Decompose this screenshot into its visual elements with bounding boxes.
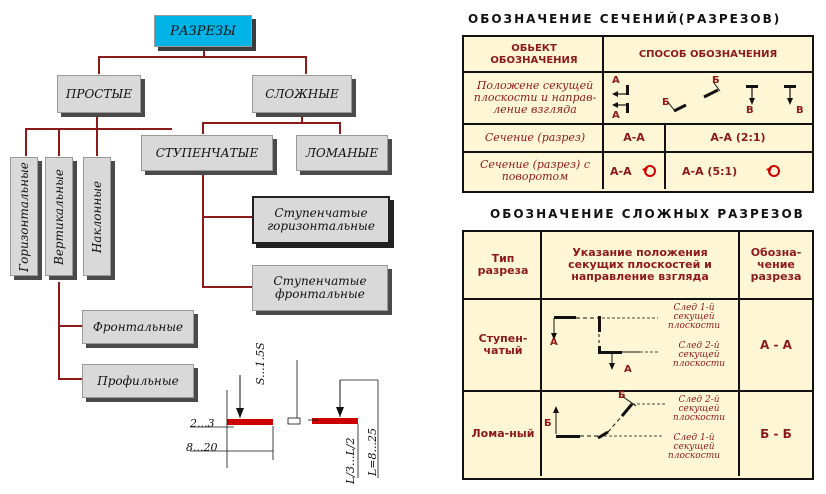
rotation-icon [766,165,780,177]
table1-header-object: ОБЬЕКТ ОБОЗНАЧЕНИЯ [490,43,578,66]
profile-label: Профильные [97,373,179,388]
horizontal-node: Горизонтальные [10,157,38,276]
complex-sections-table: Тип разреза Указание положения секущих п… [462,230,814,480]
stepped-trace1: След 1-й секущей плоскости [667,303,721,331]
horizontal-label: Горизонтальные [17,161,31,272]
table2-row2-designation: Б - Б [760,427,792,441]
dimension-drawing [190,360,379,478]
dim-b: 8...20 [186,441,218,454]
profile-node: Профильные [82,364,194,398]
table2-row2-type: Лома-ный [471,427,535,440]
stepped-label: СТУПЕНЧАТЫЕ [155,145,259,160]
table1-row3-object: Сечение (разрез) с поворотом [479,158,590,183]
letter-v-right: В [796,105,804,116]
broken-trace2: След 2-й секущей плоскости [672,395,726,423]
complex-label: СЛОЖНЫЕ [265,86,339,101]
vertical-label: Вертикальные [52,168,66,265]
inclined-label: Наклонные [90,180,104,253]
simple-node: ПРОСТЫЕ [57,75,141,113]
stepped-frontal-node: Ступенчатые фронтальные [252,265,388,311]
complex-node: СЛОЖНЫЕ [252,75,352,113]
table2-header-type: Тип разреза [477,252,529,277]
dim-e: L=8...25 [366,427,379,476]
table1-row1-object: Положене секущей плоскости и направ-лени… [473,79,597,116]
letter-a-bottom: А [612,110,620,121]
table1-title: ОБОЗНАЧЕНИЕ СЕЧЕНИЙ(РАЗРЕЗОВ) [468,12,782,26]
letter-b-right: Б [712,75,720,86]
right-stroke [312,418,358,424]
stepped-horizontal-node: Ступенчатые горизонтальные [252,196,390,244]
stepped-horizontal-label: Ступенчатые горизонтальные [267,206,375,233]
stepped-frontal-label: Ступенчатые фронтальные [273,274,367,301]
stepped-letter-a-left: А [550,337,558,348]
broken-trace1: След 1-й секущей плоскости [667,433,721,461]
letter-v-left: В [746,105,754,116]
frontal-label: Фронтальные [92,319,184,334]
table2-row1-designation: А - А [760,338,792,352]
root-node: РАЗРЕЗЫ [154,15,252,47]
stepped-letter-a-right: А [624,364,632,375]
stepped-trace2: След 2-й секущей плоскости [672,341,726,369]
vertical-node: Вертикальные [45,157,73,276]
table2-row1-type: Ступен-чатый [478,332,528,357]
cutting-plane-symbols [612,82,796,113]
table1-row3-a: А-А [610,165,632,178]
root-label: РАЗРЕЗЫ [170,23,236,39]
table1-row2-a: А-А [623,131,645,144]
dim-c: S...1.5S [254,342,267,385]
letter-a-top: А [612,75,620,86]
simple-label: ПРОСТЫЕ [65,86,133,101]
broken-label: ЛОМАНЫЕ [305,145,379,160]
table2-header-method: Указание положения секущих плоскостей и … [568,246,712,283]
broken-section-sketch [553,395,666,440]
broken-letter-b-top: Б [618,390,626,401]
table2-header-designation: Обозна-чение разреза [750,246,802,283]
letter-b-left: Б [662,97,670,108]
frontal-node: Фронтальные [82,310,194,344]
left-stroke [227,419,273,425]
dim-a: 2...3 [190,417,215,430]
broken-node: ЛОМАНЫЕ [296,135,388,171]
broken-letter-b-left: Б [544,418,552,429]
table2-title: ОБОЗНАЧЕНИЕ СЛОЖНЫХ РАЗРЕЗОВ [490,207,805,221]
sections-table: ОБЬЕКТ ОБОЗНАЧЕНИЯ СПОСОБ ОБОЗНАЧЕНИЯ По… [462,35,814,193]
table1-row2-b: А-А (2:1) [710,131,766,144]
table1-row2-object: Сечение (разрез) [484,131,586,144]
dim-d: L/3...L/2 [344,437,357,484]
rotation-icon [642,165,656,177]
table1-row3-b: А-А (5:1) [682,165,738,178]
table1-header-method: СПОСОБ ОБОЗНАЧЕНИЯ [638,49,778,60]
stepped-section-sketch [551,316,660,370]
stepped-node: СТУПЕНЧАТЫЕ [141,135,273,171]
inclined-node: Наклонные [83,157,111,276]
